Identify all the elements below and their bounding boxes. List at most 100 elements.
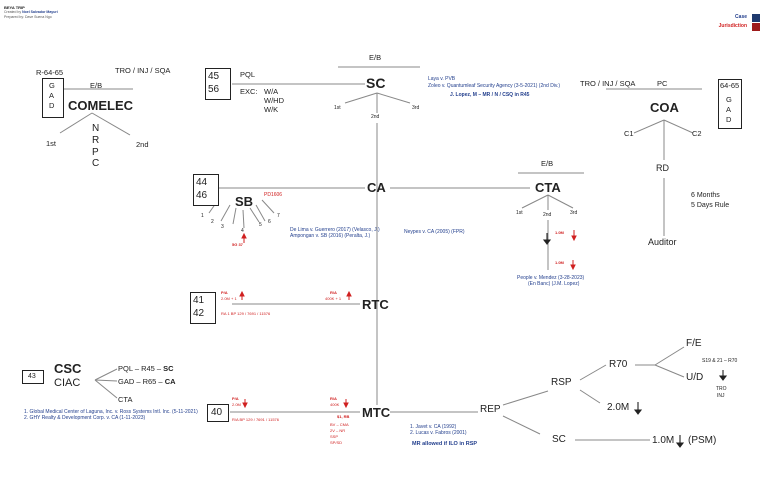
csc-item-cta: CTA: [118, 395, 133, 404]
rsp-name: RSP: [551, 377, 572, 388]
csc-item-gad-text: GAD – R65 –: [118, 377, 165, 386]
comelec-remedy-label: TRO / INJ / SQA: [115, 66, 171, 75]
sb-division-6: 6: [268, 219, 271, 225]
header-title: BEYA TRIP: [4, 5, 25, 10]
comelec-division-1st: 1st: [46, 139, 57, 148]
header-prepared: Prepared by: Dave Suena Ngo: [4, 15, 52, 19]
sb-rule-box: [193, 174, 219, 206]
rtc-rule-text: 41 42: [193, 295, 205, 319]
rtc-pa-label: P/A: [221, 290, 228, 295]
cta-division-1st: 1st: [516, 210, 523, 216]
header-author-prefix: Created by: [4, 10, 22, 14]
header-author-name: Noel Salvador Mayuri: [22, 10, 58, 14]
rep-note: MR allowed if ILO in RSP: [412, 441, 478, 447]
rtc-rule-box: [190, 292, 216, 324]
rsp-fe: F/E: [686, 338, 702, 349]
coa-rule-text: 64-65: [720, 81, 740, 90]
coa-rd: RD: [656, 163, 669, 173]
sc-small-psm: (PSM): [688, 435, 717, 446]
sc-small-amount: 1.0M: [652, 435, 675, 446]
sb-rule-text: 44 46: [196, 177, 208, 201]
cta-division-2nd: 2nd: [543, 212, 552, 218]
csc-rule-text: 43: [28, 373, 36, 380]
sc-division-2nd: 2nd: [371, 114, 380, 120]
rsp-r70: R70: [609, 359, 628, 370]
coa-rule-box: [718, 79, 742, 129]
sc-remedy-label: TRO / INJ / SQA: [580, 79, 636, 88]
mtc-law: R/A BP 129 / 7691 / 11576: [232, 417, 279, 422]
sb-case-delima: De Lima v. Guerrero (2017) (Velasco, J.): [290, 227, 380, 233]
csc-item-pql: PQL – R45 – SC: [118, 365, 174, 373]
mtc-pa-label: P/A: [232, 396, 239, 401]
comelec-nrpc: N R P C: [92, 123, 100, 170]
sb-division-4: 4: [241, 228, 244, 234]
comelec-eb-label: E/B: [90, 81, 103, 90]
sc-name: SC: [366, 75, 386, 91]
coa-name: COA: [650, 100, 679, 115]
mtc-sub-1: $1, RB: [337, 414, 350, 419]
sb-division-7: 7: [277, 213, 280, 219]
csc-item-pql-court: SC: [163, 364, 174, 373]
rep-case-lucas: 2. Lucas v. Fabros (2001): [410, 430, 467, 436]
rtc-name: RTC: [362, 297, 389, 312]
sc-pql: PQL: [240, 70, 256, 79]
sb-division-3: 3: [221, 224, 224, 230]
comelec-division-2nd: 2nd: [136, 140, 149, 149]
sc-case-lopez: J. Lopez, M – MR / N / CSQ in R45: [450, 92, 530, 98]
cta-case-people: People v. Mendez (3-28-2023): [517, 275, 585, 281]
ciac-name: CIAC: [54, 377, 81, 389]
rtc-ra-value: 400K + 1: [325, 296, 342, 301]
csc-item-gad-court: CA: [164, 377, 176, 386]
sc-division-3rd: 3rd: [412, 105, 420, 111]
sb-case-ampongan: Ampongan v. SB (2016) (Peralta, J.): [290, 233, 371, 239]
sc-rule-box: [205, 68, 231, 100]
mtc-sub-4: SSP: [330, 434, 339, 439]
cta-amount-1: 1.0M: [555, 230, 564, 235]
coa-rule-6months: 6 Months: [691, 192, 720, 199]
mtc-sub-2: BV – CMA: [330, 422, 349, 427]
coa-gad-text: G A D: [726, 95, 732, 124]
sc-small-name: SC: [552, 434, 566, 445]
mtc-sub-5: SP/SD: [330, 440, 343, 445]
rtc-law: RA 1 BP 129 / 7691 / 11576: [221, 311, 271, 316]
mtc-rule-text: 40: [211, 407, 223, 418]
sc-exc: EXC:: [240, 87, 258, 96]
cta-name: CTA: [535, 180, 561, 195]
comelec-gad-box: [42, 78, 64, 118]
sc-rule-text: 45 56: [208, 71, 220, 95]
sc-case-laya: Laya v. PVB: [428, 76, 456, 82]
cta-case-enbanc: (En Banc) (J.M. Lopez): [528, 281, 580, 287]
legend-case-label: Case: [735, 14, 747, 20]
rtc-pa-value: 2.0M + 1: [221, 296, 237, 301]
coa-pc-label: PC: [657, 79, 668, 88]
ca-name: CA: [367, 180, 386, 195]
comelec-gad-text: G A D: [49, 81, 55, 110]
legend-jurisdiction-swatch: [752, 23, 760, 31]
mtc-pa-value: 2.0M: [232, 402, 241, 407]
header-author: Created by Noel Salvador Mayuri: [4, 10, 58, 15]
comelec-name: COMELEC: [68, 98, 133, 113]
rsp-ud: U/D: [686, 372, 704, 383]
cta-amount-2: 1.0M: [555, 260, 564, 265]
rsp-amount: 2.0M: [607, 402, 630, 413]
csc-item-pql-text: PQL – R45 –: [118, 364, 164, 373]
mtc-name: MTC: [362, 405, 391, 420]
coa-auditor: Auditor: [648, 237, 677, 247]
mtc-ra-value: 400K: [330, 402, 340, 407]
rep-case-javet: 1. Javet v. CA (1992): [410, 424, 457, 430]
sc-exc-wa: W/A: [264, 87, 279, 96]
sb-division-5: 5: [259, 222, 262, 228]
sb-division-1: 1: [201, 213, 204, 219]
csc-case-global: 1. Global Medical Center of Laguna, Inc.…: [24, 409, 198, 415]
sc-exc-whd: W/HD: [264, 96, 284, 105]
mtc-rule-box: [207, 404, 229, 422]
sc-division-1st: 1st: [334, 105, 341, 111]
cta-division-3rd: 3rd: [570, 210, 578, 216]
rsp-inj: INJ: [717, 393, 725, 399]
coa-cluster-c1: C1: [624, 129, 634, 138]
rtc-ra-label: R/A: [330, 290, 337, 295]
sb-pd1606: PD1606: [264, 192, 283, 198]
mtc-ra-label: R/A: [330, 396, 337, 401]
csc-case-ghy: 2. GHY Realty & Development Corp. v. CA …: [24, 415, 146, 421]
